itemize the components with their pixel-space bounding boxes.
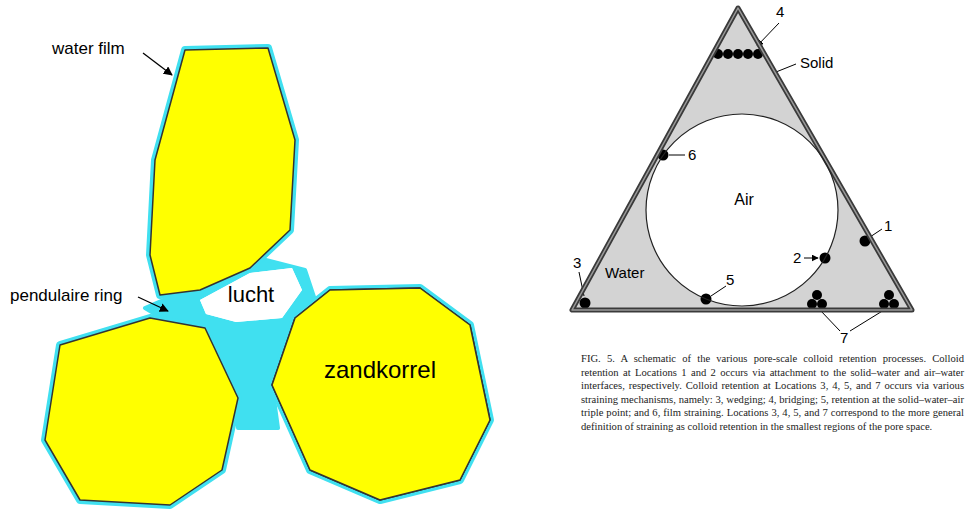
leader-label: pendulaire ring [10, 287, 122, 304]
callout-number: 7 [840, 330, 848, 345]
air-bubble-outline [644, 112, 840, 308]
air-bubble-shape [646, 114, 838, 306]
sand-grain [45, 318, 238, 505]
figure-caption: FIG. 5. A schematic of the various pore-… [581, 352, 964, 433]
colloid-dots [580, 49, 900, 309]
callout-number: 2 [793, 250, 801, 265]
node-text: Air [734, 191, 754, 209]
air-pocket [200, 268, 302, 322]
leader-arrow [143, 53, 172, 75]
sand-grain: zandkorrel [266, 282, 496, 506]
callout-number: 5 [726, 272, 734, 287]
water-film [45, 318, 238, 505]
callout-number: 6 [688, 147, 696, 162]
water-film [272, 288, 490, 500]
callout-number: 1 [884, 218, 892, 233]
sand-grain-outline [266, 282, 496, 506]
callout-number: 3 [573, 255, 581, 270]
pore-triangle-inner-line [572, 8, 912, 310]
leader-label: Solid [800, 55, 833, 70]
air-pocket-shape [200, 268, 302, 322]
sand-grain [150, 48, 295, 295]
pore-triangle-shape [572, 8, 912, 310]
sand-grain-shape [272, 288, 490, 500]
node-text: lucht [228, 283, 274, 307]
callout-number: 4 [776, 4, 784, 19]
water-film [150, 48, 295, 295]
leader-arrow [138, 297, 168, 311]
leader-label: water film [52, 40, 125, 57]
sand-grain [272, 288, 490, 500]
water-region [572, 8, 912, 310]
air-bubble: Air [644, 112, 840, 308]
node-text: Water [605, 265, 644, 282]
air-region [646, 114, 838, 306]
pore-triangle: Water Air [566, 2, 918, 316]
air-pocket: lucht [196, 264, 306, 326]
node-text: zandkorrel [324, 357, 436, 383]
